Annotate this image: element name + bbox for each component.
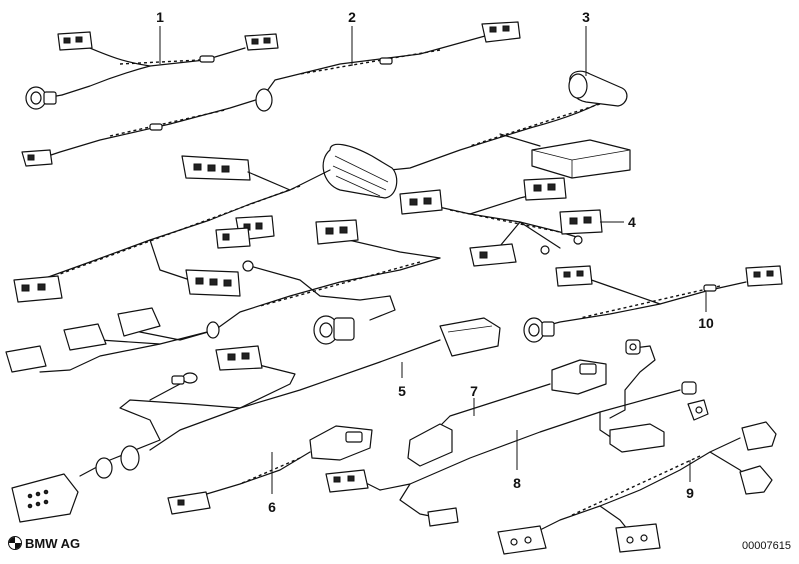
- callout-5: 5: [398, 383, 406, 399]
- harness-7: [407, 359, 607, 467]
- connector-4a: [399, 189, 443, 215]
- harness-5: [11, 317, 501, 523]
- connector-mid-a: [315, 219, 359, 245]
- elbow-connector-3: [568, 70, 628, 107]
- document-number: 00007615: [742, 540, 791, 552]
- brand-footer: BMW AG: [8, 536, 80, 551]
- callout-6: 6: [268, 499, 276, 515]
- harness-lower-left: [5, 307, 220, 373]
- connector-ll-b: [63, 323, 107, 351]
- harness-middle: [214, 219, 441, 345]
- callout-8: 8: [513, 475, 521, 491]
- connector-6b: [167, 491, 211, 515]
- connector-9b: [739, 465, 773, 495]
- harness-9: [497, 421, 777, 555]
- callout-3: 3: [582, 9, 590, 25]
- connector-ll-c: [5, 345, 47, 373]
- round-plug-1: [25, 86, 57, 110]
- connector-4c: [559, 209, 603, 235]
- callout-leaders: [159, 26, 707, 494]
- callout-10: 10: [698, 315, 714, 331]
- connector-5-multipin: [11, 473, 79, 523]
- callout-9: 9: [686, 485, 694, 501]
- connector-3-block: [531, 139, 631, 179]
- connector-5-dsub: [439, 317, 501, 357]
- connector-9c: [497, 525, 547, 555]
- harness-1: [25, 31, 279, 110]
- harness-10: [523, 265, 783, 343]
- connector-8b: [325, 469, 369, 493]
- harness-2: [21, 21, 521, 167]
- callout-1: 1: [156, 9, 164, 25]
- connector-6a: [309, 425, 373, 461]
- harness-6: [167, 425, 373, 515]
- connector-1a: [57, 31, 93, 51]
- callout-2: 2: [348, 9, 356, 25]
- connector-5a: [215, 345, 263, 371]
- round-plug-10: [523, 317, 555, 343]
- connector-9a: [741, 421, 777, 451]
- connector-2a: [481, 21, 521, 43]
- connector-9d: [615, 523, 661, 553]
- harness-3: [13, 70, 631, 303]
- connector-7b: [407, 423, 453, 467]
- connector-ll-a: [117, 307, 161, 337]
- connector-8c: [427, 507, 459, 527]
- connector-8a: [609, 423, 665, 453]
- connector-3a: [181, 155, 251, 181]
- connector-3e: [185, 269, 241, 297]
- grommet: [322, 143, 398, 199]
- connector-1b: [244, 33, 279, 51]
- connector-5-round-top: [171, 372, 198, 385]
- bmw-logo-icon: [8, 536, 22, 550]
- brand-name: BMW AG: [25, 536, 81, 551]
- connector-10a: [555, 265, 593, 287]
- harness-4: [399, 177, 603, 267]
- connector-8-eyelet: [681, 381, 709, 421]
- connector-4d: [469, 243, 517, 267]
- harness-8: [325, 339, 709, 527]
- connector-8-clip: [625, 339, 641, 355]
- connector-4b: [523, 177, 567, 201]
- connector-2b: [21, 149, 53, 167]
- connector-10b: [745, 265, 783, 287]
- connector-3c: [215, 227, 251, 249]
- callout-7: 7: [470, 383, 478, 399]
- round-plug-mid: [313, 315, 355, 345]
- connector-3d: [13, 275, 63, 303]
- connector-7a: [551, 359, 607, 395]
- callout-4: 4: [628, 214, 636, 230]
